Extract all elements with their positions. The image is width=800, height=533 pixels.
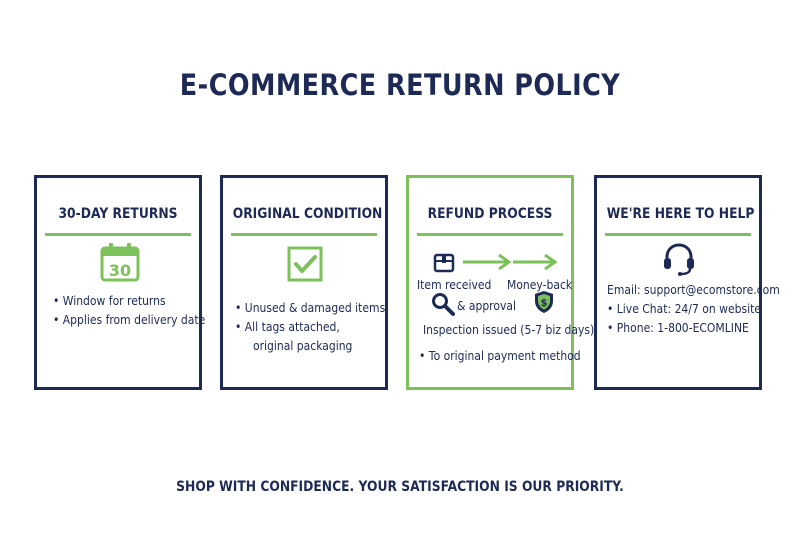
card-divider <box>417 233 563 236</box>
list-item: • Applies from delivery date <box>53 313 206 327</box>
card-divider <box>605 233 751 236</box>
card-divider <box>231 233 377 236</box>
step-money-back: Money-back <box>507 278 573 292</box>
magnifier-icon <box>432 293 455 316</box>
card-list: • Unused & damaged items • All tags atta… <box>235 299 386 356</box>
card-list: Email: support@ecomstore.com • Live Chat… <box>607 281 780 338</box>
list-item: • Unused & damaged items <box>235 301 386 315</box>
card-title: REFUND PROCESS <box>427 206 553 222</box>
arrow-right-icon <box>513 254 558 270</box>
package-icon <box>433 253 455 273</box>
list-item: • Window for returns <box>53 294 166 308</box>
step-approval: & approval <box>457 299 517 313</box>
card-refund-process: REFUND PROCESS Item received Money-back … <box>406 175 594 390</box>
step-inspection: Inspection issued (5-7 biz days) <box>423 323 595 337</box>
card-30-day-returns: 30-DAY RETURNS 30 • Window for returns •… <box>34 175 206 390</box>
calendar-icon: 30 <box>100 243 140 282</box>
list-item: • All tags attached, <box>235 320 340 334</box>
checkbox-icon <box>287 246 323 282</box>
arrow-right-icon <box>463 254 512 270</box>
headset-icon <box>664 243 694 276</box>
card-title: WE'RE HERE TO HELP <box>606 206 755 222</box>
contact-live-chat: • Live Chat: 24/7 on website <box>607 302 761 316</box>
card-title: 30-DAY RETURNS <box>58 206 178 222</box>
svg-text:$: $ <box>541 298 548 309</box>
shield-dollar-icon: $ <box>535 291 553 313</box>
card-list: • Window for returns • Applies from deli… <box>53 292 206 330</box>
card-help: WE'RE HERE TO HELP Email: support@ecomst… <box>594 175 780 390</box>
step-item-received: Item received <box>417 278 492 292</box>
page-title: E-COMMERCE RETURN POLICY <box>179 68 621 102</box>
calendar-number: 30 <box>109 261 131 280</box>
card-original-condition: ORIGINAL CONDITION • Unused & damaged it… <box>220 175 388 390</box>
footer-tagline: SHOP WITH CONFIDENCE. YOUR SATISFACTION … <box>176 479 624 495</box>
card-title: ORIGINAL CONDITION <box>232 206 383 222</box>
contact-email: Email: support@ecomstore.com <box>607 283 780 297</box>
list-item: original packaging <box>253 339 353 353</box>
card-divider <box>45 233 191 236</box>
contact-phone: • Phone: 1-800-ECOMLINE <box>607 321 749 335</box>
list-item: • To original payment method <box>419 349 581 363</box>
